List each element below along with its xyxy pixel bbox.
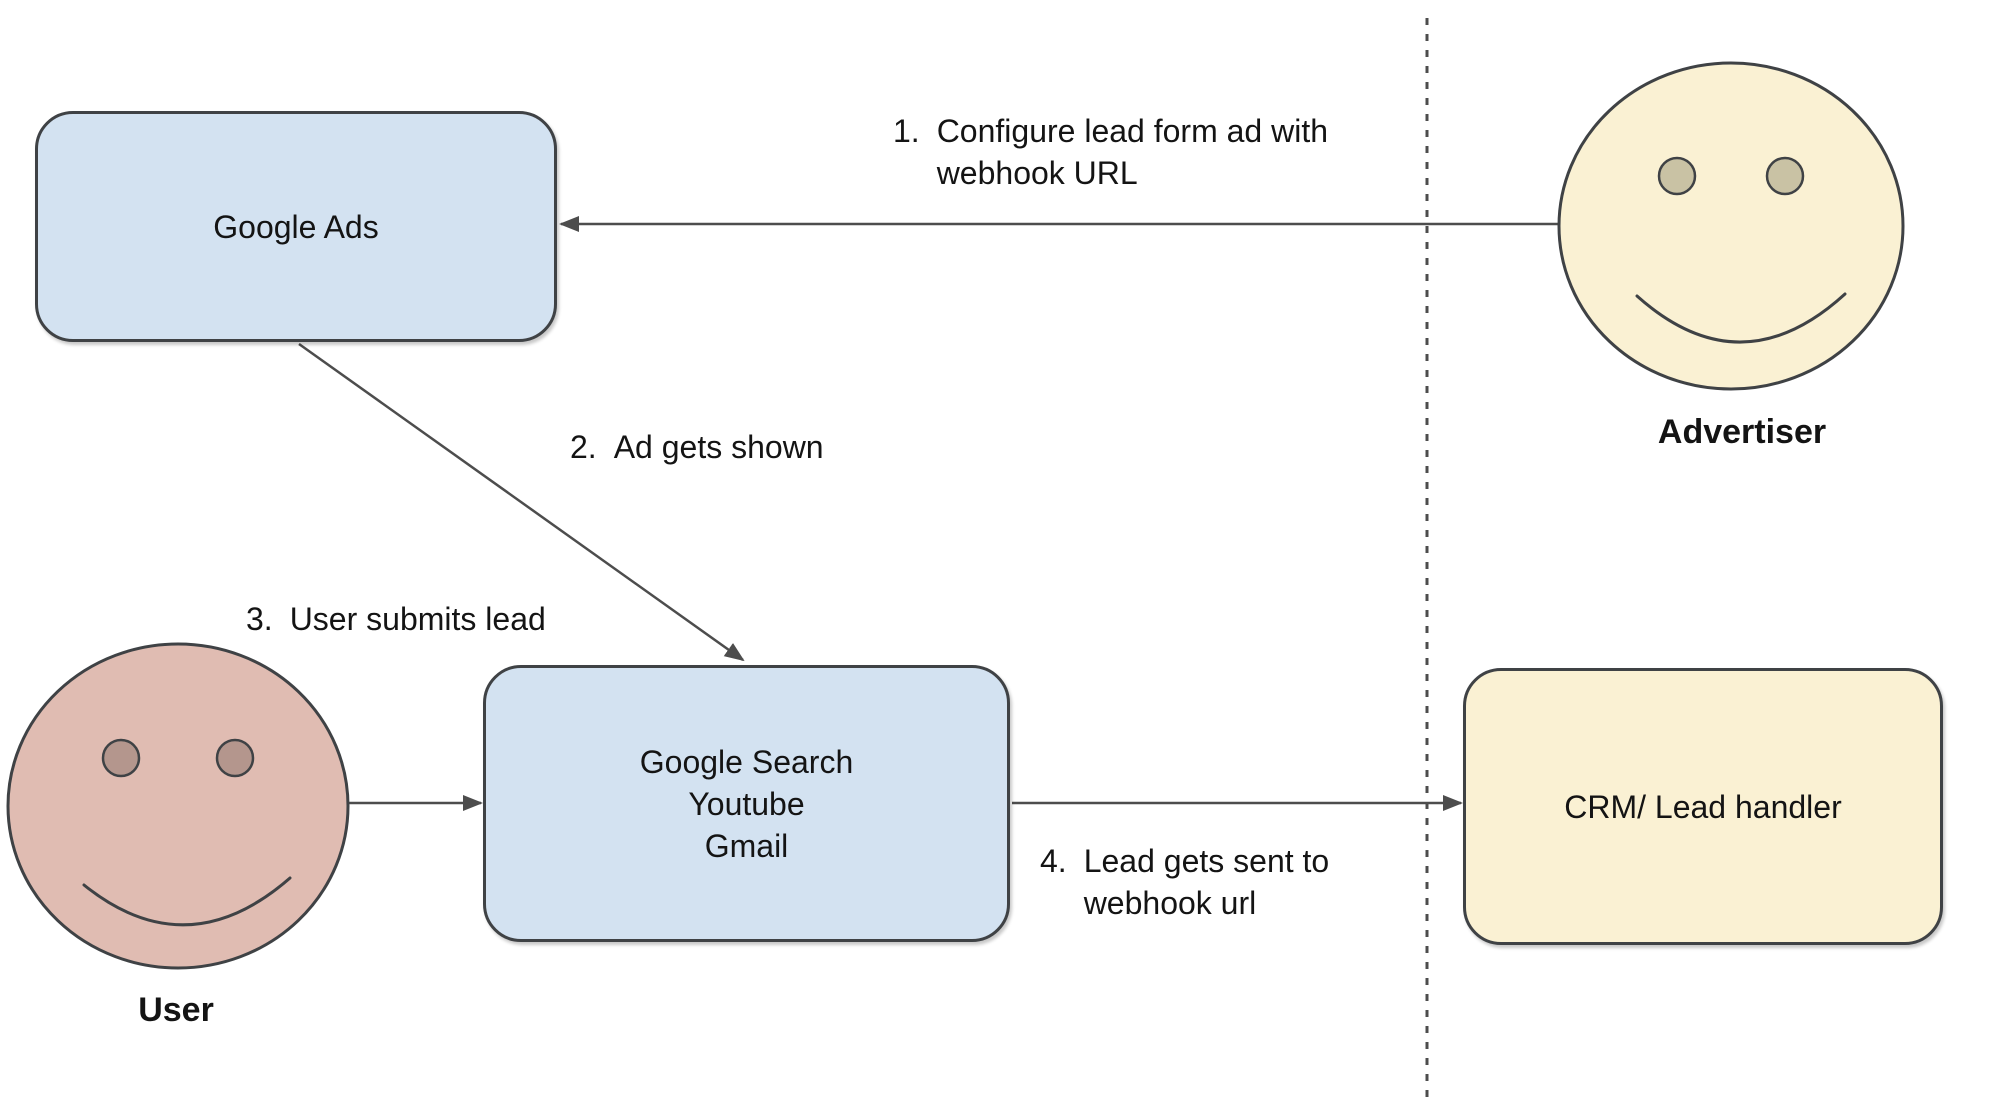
step-label-2: 2. Ad gets shown [570,426,824,468]
arrow-ad-gets-shown [298,342,745,662]
step-2-number: 2. [570,429,597,465]
node-crm-lead-handler: CRM/ Lead handler [1463,668,1943,945]
step-3-number: 3. [246,601,273,637]
step-label-3: 3. User submits lead [246,598,546,640]
step-4-number: 4. [1040,843,1067,879]
advertiser-face-right-eye [1765,156,1805,196]
user-face-icon [6,642,350,970]
step-1-number: 1. [893,113,920,149]
advertiser-face-head [1557,61,1905,391]
step-1-text-line-1: Configure lead form ad with [936,113,1328,149]
node-google-ads-label: Google Ads [213,208,379,245]
node-crm-label: CRM/ Lead handler [1564,788,1842,825]
advertiser-face-smile [1635,292,1847,344]
node-google-properties-line-2: Youtube [688,785,805,822]
advertiser-face-icon [1557,61,1905,391]
node-google-properties-line-1: Google Search [639,743,854,780]
node-google-properties: Google Search Youtube Gmail [483,665,1010,942]
step-4-text-line-1: Lead gets sent to [1083,843,1330,879]
user-face-smile [82,876,292,927]
advertiser-face-left-eye [1657,156,1697,196]
user-label: User [138,991,214,1029]
step-3-text: User submits lead [289,601,546,637]
user-face-left-eye [101,738,141,778]
advertiser-label: Advertiser [1657,413,1827,451]
step-label-1: 1. Configure lead form ad with webhook U… [893,110,1328,194]
step-label-4: 4. Lead gets sent to webhook url [1040,840,1329,924]
node-google-ads: Google Ads [35,111,557,342]
step-1-text-line-2: webhook URL [936,155,1138,191]
step-2-text: Ad gets shown [613,429,824,465]
node-google-properties-line-3: Gmail [704,827,789,864]
user-face-head [6,642,350,970]
step-4-text-line-2: webhook url [1083,885,1257,921]
user-face-right-eye [215,738,255,778]
